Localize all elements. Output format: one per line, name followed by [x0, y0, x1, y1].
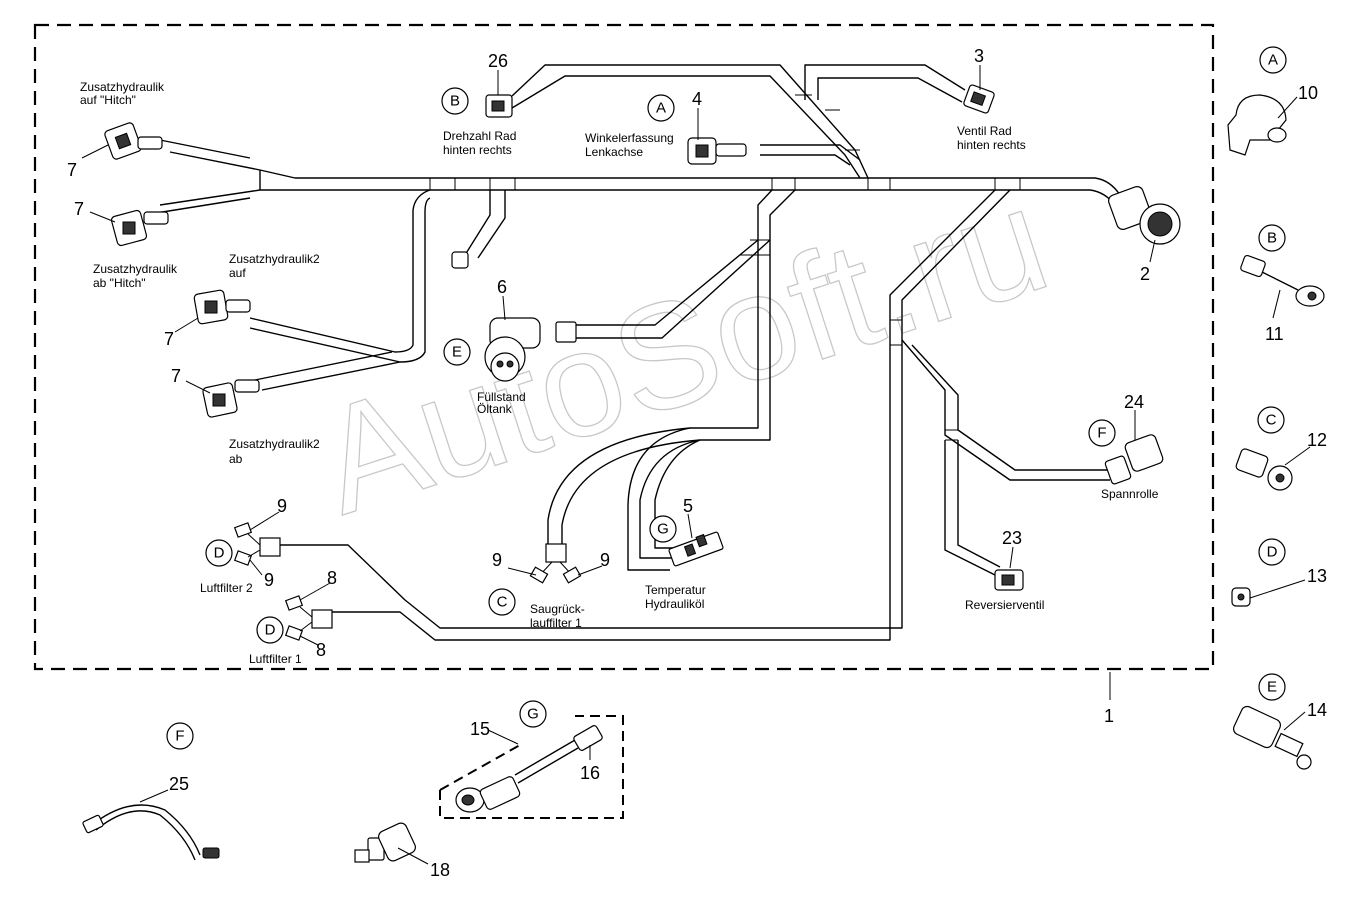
part-13-cap — [1231, 587, 1251, 607]
connector-stub — [451, 251, 469, 269]
part-14-sensor — [1233, 705, 1312, 770]
part-11-sensor — [1240, 254, 1325, 307]
callout-23: 23 — [1002, 528, 1022, 548]
callout-3: 3 — [974, 46, 984, 66]
ref-letter-E: E — [452, 344, 462, 361]
connector-8-luftfilter1 — [284, 595, 333, 641]
ref-letter-G-legend: G — [527, 706, 539, 723]
part-15-16-cable-kit — [439, 715, 624, 819]
callout-10: 10 — [1298, 83, 1318, 103]
connector-4 — [687, 137, 747, 165]
assembly-boundary — [33, 23, 1215, 671]
callout-16: 16 — [580, 763, 600, 783]
part-18-fitting — [354, 822, 416, 863]
harness-wires — [149, 64, 1121, 641]
label-fuellstand-1: Füllstand — [477, 390, 526, 404]
ref-letter-D-legend: D — [1267, 544, 1278, 561]
ref-letter-F: F — [1097, 425, 1106, 442]
label-luftfilter1: Luftfilter 1 — [249, 652, 302, 666]
callout-7-c: 7 — [164, 329, 174, 349]
ref-letter-D-luftfilter1: D — [265, 622, 276, 639]
label-spannrolle: Spannrolle — [1101, 487, 1159, 501]
label-ventil-1: Ventil Rad — [957, 124, 1012, 138]
ref-letter-C: C — [497, 594, 508, 611]
watermark: AutoSoft.ru — [300, 154, 1066, 546]
ref-letter-G: G — [657, 521, 669, 538]
callout-18: 18 — [430, 860, 450, 880]
callout-24: 24 — [1124, 392, 1144, 412]
callout-13: 13 — [1307, 566, 1327, 586]
label-zusatz2-ab-2: ab — [229, 452, 243, 466]
label-drehzahl-2: hinten rechts — [443, 143, 512, 157]
callout-4: 4 — [692, 89, 702, 109]
ref-circles: A B C D E F G B A E F G C D D — [166, 46, 1287, 750]
label-winkel-2: Lenkachse — [585, 145, 643, 159]
label-luftfilter2: Luftfilter 2 — [200, 581, 253, 595]
callout-5: 5 — [683, 496, 693, 516]
callout-12: 12 — [1307, 430, 1327, 450]
ref-letter-A-legend: A — [1268, 52, 1278, 69]
connector-7-zusatz2-auf — [193, 289, 251, 325]
connector-9-luftfilter2 — [233, 522, 281, 566]
label-zusatz2-auf-1: Zusatzhydraulik2 — [229, 252, 320, 266]
callout-9-c: 9 — [492, 550, 502, 570]
callout-15: 15 — [470, 719, 490, 739]
label-ventil-2: hinten rechts — [957, 138, 1026, 152]
sensor-6-fuellstand — [484, 317, 577, 382]
label-drehzahl-1: Drehzahl Rad — [443, 129, 516, 143]
label-saug-1: Saugrück- — [530, 602, 585, 616]
connector-7-hitch-ab — [110, 209, 169, 247]
connector-7-hitch-auf — [104, 122, 163, 160]
label-temp-2: Hydrauliköl — [645, 597, 704, 611]
callout-8-a: 8 — [327, 568, 337, 588]
label-winkel-1: Winkelerfassung — [585, 131, 674, 145]
callout-8-b: 8 — [316, 640, 326, 660]
component-labels: Zusatzhydraulik auf "Hitch" Zusatzhydrau… — [80, 80, 1159, 666]
label-zusatz2-auf-2: auf — [229, 266, 246, 280]
label-temp-1: Temperatur — [645, 583, 706, 597]
callout-numbers: 1 2 3 4 5 6 7 7 7 7 8 8 9 9 9 9 10 11 12… — [67, 46, 1327, 880]
callout-7-a: 7 — [67, 160, 77, 180]
connector-7-zusatz2-ab — [202, 379, 260, 418]
callout-7-d: 7 — [171, 366, 181, 386]
ref-letter-D-luftfilter2: D — [214, 545, 225, 562]
connector-24-spannrolle — [1104, 434, 1164, 485]
label-fuellstand-2: Öltank — [477, 402, 513, 416]
callout-9-b: 9 — [264, 570, 274, 590]
label-saug-2: lauffilter 1 — [530, 616, 582, 630]
connector-9-saugrueck — [529, 543, 582, 584]
ref-letter-B: B — [450, 93, 460, 110]
callout-14: 14 — [1307, 700, 1327, 720]
callout-25: 25 — [169, 774, 189, 794]
ref-letter-C-legend: C — [1266, 412, 1277, 429]
callout-6: 6 — [497, 277, 507, 297]
label-zusatz-hitch-ab-1: Zusatzhydraulik — [93, 262, 178, 276]
ref-letter-E-legend: E — [1267, 679, 1277, 696]
connector-3 — [963, 84, 995, 114]
connector-23-reversier — [994, 569, 1024, 591]
callout-2: 2 — [1140, 264, 1150, 284]
ref-letter-A: A — [656, 100, 666, 117]
callout-26: 26 — [488, 51, 508, 71]
ref-letter-F-legend: F — [175, 728, 184, 745]
label-zusatz-hitch-auf-1: Zusatzhydraulik — [80, 80, 165, 94]
leader-lines — [81, 65, 1311, 865]
label-zusatz-hitch-auf-2: auf "Hitch" — [80, 93, 136, 107]
connector-2-main-plug — [1108, 186, 1181, 245]
part-25-cable — [82, 804, 220, 861]
callout-9-a: 9 — [277, 496, 287, 516]
callout-1: 1 — [1104, 706, 1114, 726]
label-zusatz-hitch-ab-2: ab "Hitch" — [93, 276, 146, 290]
connector-26 — [485, 94, 513, 118]
ref-letter-B-legend: B — [1267, 230, 1277, 247]
callout-9-d: 9 — [600, 550, 610, 570]
callout-7-b: 7 — [74, 199, 84, 219]
part-10-sensor — [1227, 94, 1287, 156]
connector-5-temperatur — [668, 531, 724, 567]
callout-11: 11 — [1265, 324, 1284, 344]
label-zusatz2-ab-1: Zusatzhydraulik2 — [229, 437, 320, 451]
label-reversier: Reversierventil — [965, 598, 1044, 612]
part-12-sensor — [1235, 448, 1293, 491]
